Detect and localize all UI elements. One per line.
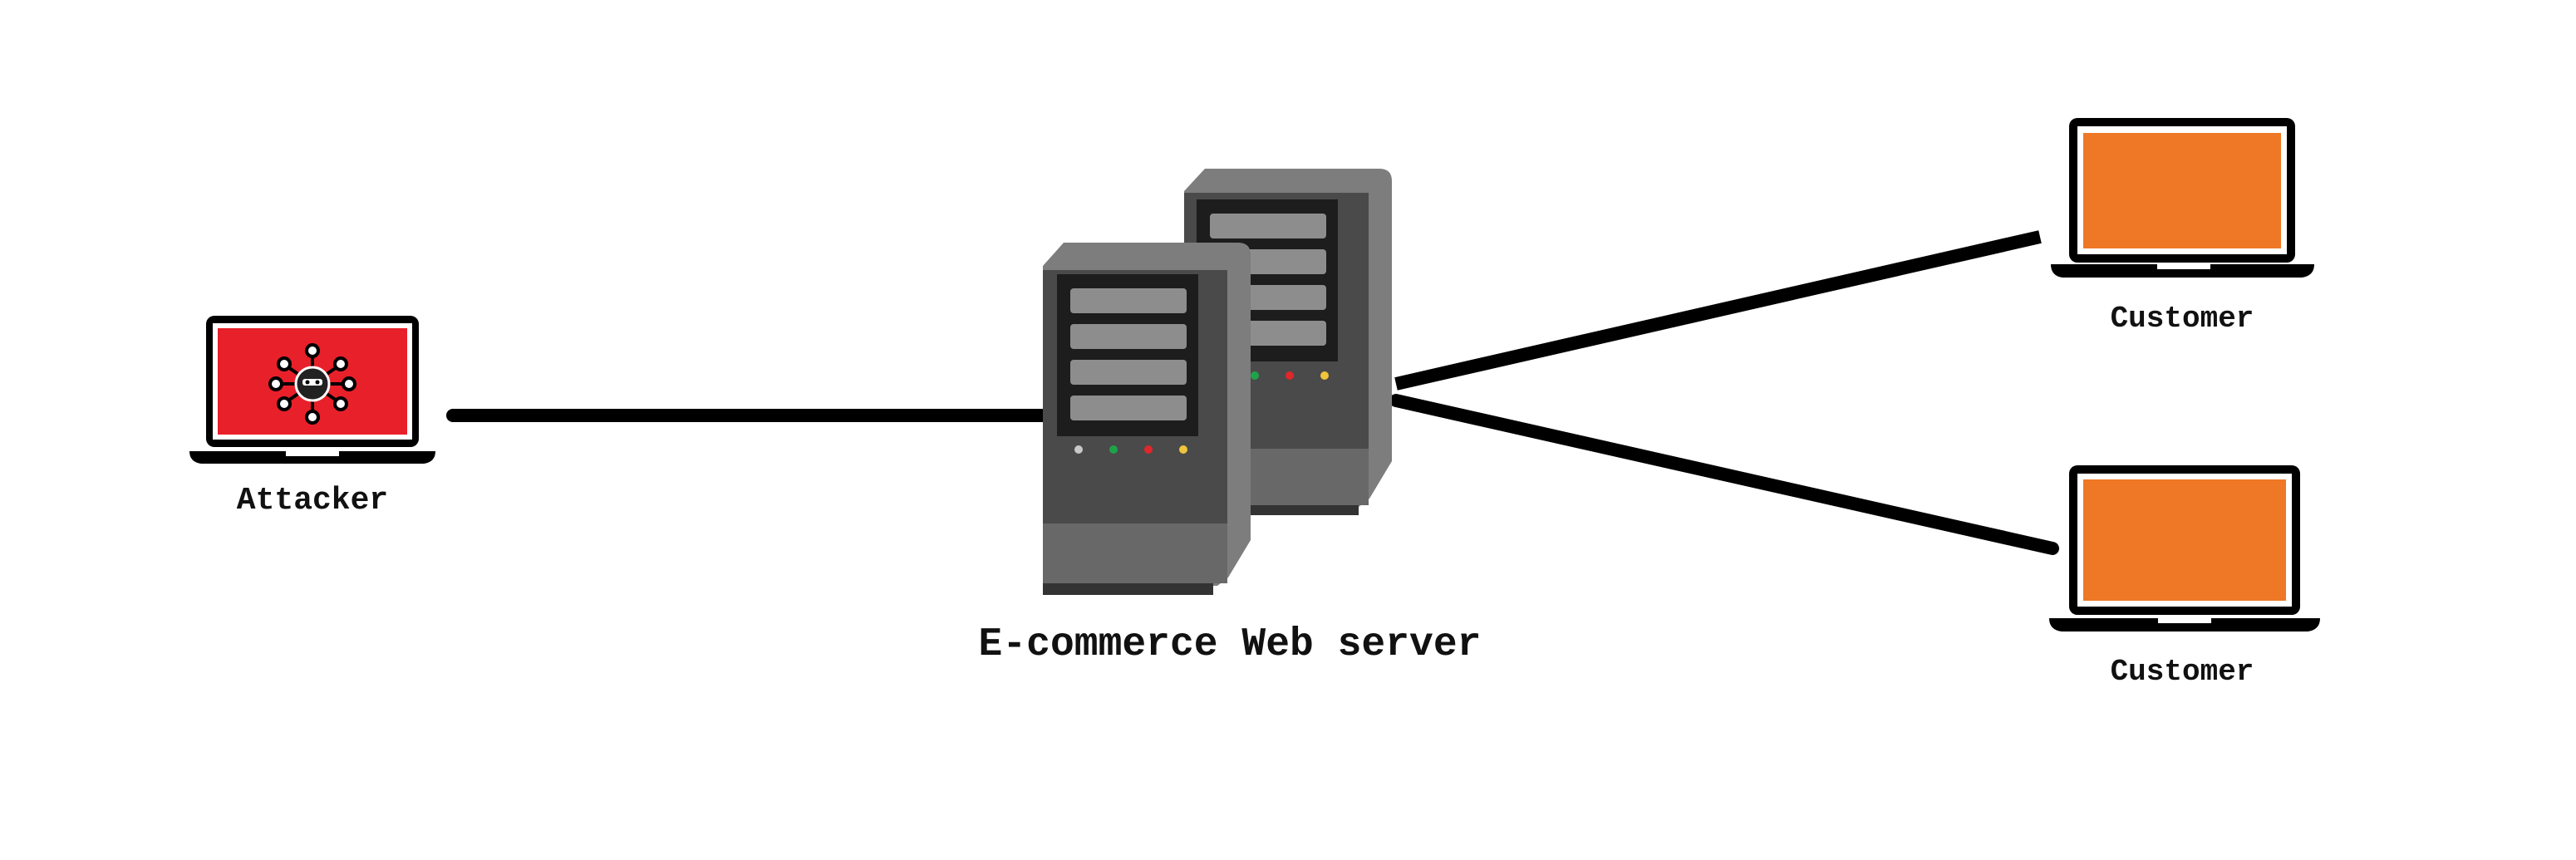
customer-top-node: Customer bbox=[2051, 118, 2314, 336]
attacker-label: Attacker bbox=[237, 483, 388, 518]
edge-server-customer-bottom bbox=[1389, 394, 2059, 555]
connections bbox=[446, 230, 2059, 555]
customer-bottom-label: Customer bbox=[2111, 655, 2254, 689]
customer-bottom-node: Customer bbox=[2049, 465, 2320, 689]
server-tower-icon bbox=[1043, 169, 1392, 595]
customer-top-label: Customer bbox=[2111, 302, 2254, 336]
edge-server-customer-top bbox=[1394, 230, 2042, 391]
customer-top-screen bbox=[2083, 133, 2281, 248]
server-label: E-commerce Web server bbox=[979, 622, 1482, 667]
laptop-icon bbox=[2051, 118, 2314, 278]
virus-icon bbox=[268, 343, 356, 425]
attacker-node: Attacker bbox=[189, 316, 435, 518]
server-tower-front bbox=[1043, 243, 1251, 595]
laptop-icon bbox=[2049, 465, 2320, 631]
server-node: E-commerce Web server bbox=[979, 169, 1482, 667]
malware-laptop-icon bbox=[189, 316, 435, 464]
customer-bottom-screen bbox=[2083, 479, 2286, 601]
